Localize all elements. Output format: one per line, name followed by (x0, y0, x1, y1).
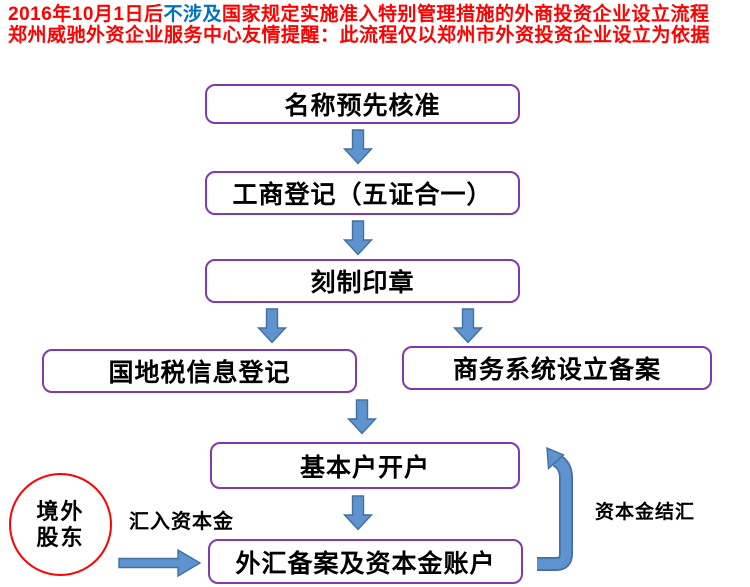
header-line1-blue-part: 不涉及 (163, 4, 222, 25)
edge-label-capital-settlement: 资本金结汇 (595, 502, 696, 523)
flow-node-name-preapproval: 名称预先核准 (205, 84, 520, 124)
header-line1-red-part1: 2016年10月1日后 (8, 4, 164, 25)
arrow-down-icon (347, 399, 377, 435)
header: 2016年10月1日后不涉及国家规定实施准入特别管理措施的外商投资企业设立流程 … (8, 4, 710, 46)
arrow-right-icon (118, 548, 202, 578)
arrow-down-icon (343, 129, 373, 165)
flow-node-forex-filing-capital-account: 外汇备案及资本金账户 (208, 539, 523, 584)
flow-node-seal-engraving: 刻制印章 (205, 259, 520, 303)
header-line-2: 郑州威驰外资企业服务中心友情提醒：此流程仅以郑州市外资投资企业设立为依据 (8, 25, 711, 46)
header-line1-red-part2: 国家规定实施准入特别管理措施的外商投资企业设立流程 (221, 4, 710, 25)
overseas-shareholder-line2: 股东 (36, 524, 85, 550)
flow-node-basic-account-opening: 基本户开户 (210, 442, 520, 489)
arrow-down-icon (343, 220, 373, 256)
overseas-shareholder-circle: 境外 股东 (9, 473, 112, 576)
arrow-down-icon (453, 308, 483, 344)
edge-label-remit-capital: 汇入资本金 (129, 511, 234, 533)
flow-node-business-registration: 工商登记（五证合一） (205, 171, 520, 215)
overseas-shareholder-line1: 境外 (36, 498, 85, 524)
loop-up-arrow-icon (537, 446, 573, 571)
header-line-1: 2016年10月1日后不涉及国家规定实施准入特别管理措施的外商投资企业设立流程 (8, 4, 710, 25)
arrow-down-icon (257, 308, 287, 344)
flow-node-commerce-system-filing: 商务系统设立备案 (402, 346, 712, 390)
flow-node-tax-info-registration: 国地税信息登记 (42, 349, 357, 393)
arrow-down-icon (343, 495, 373, 531)
